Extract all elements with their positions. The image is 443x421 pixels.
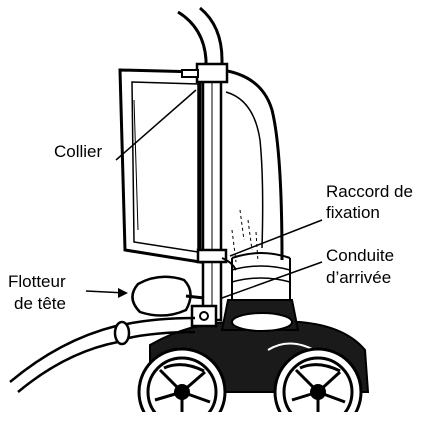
head-float-label-line1: Flotteur [8,272,66,292]
inlet-ring [232,313,292,331]
mast-flag [120,70,200,262]
swivel-clamp [192,306,216,326]
fitting-leader [230,220,322,256]
debris-bag [222,70,282,262]
left-wheel [139,349,225,421]
fixing-fitting-label-line2: fixation [326,203,380,223]
inlet-conduit-label-line1: Conduite [326,246,394,266]
head-float-label-line2: de tête [14,294,66,314]
bottom-crop [130,412,390,421]
collar-label: Collier [54,142,102,162]
right-wheel [275,349,361,421]
inlet-conduit-label-line2: d’arrivée [326,268,391,288]
float-arrowhead [118,288,128,298]
mast-tube [203,70,221,320]
fixing-fitting-label-line1: Raccord de [326,182,413,202]
